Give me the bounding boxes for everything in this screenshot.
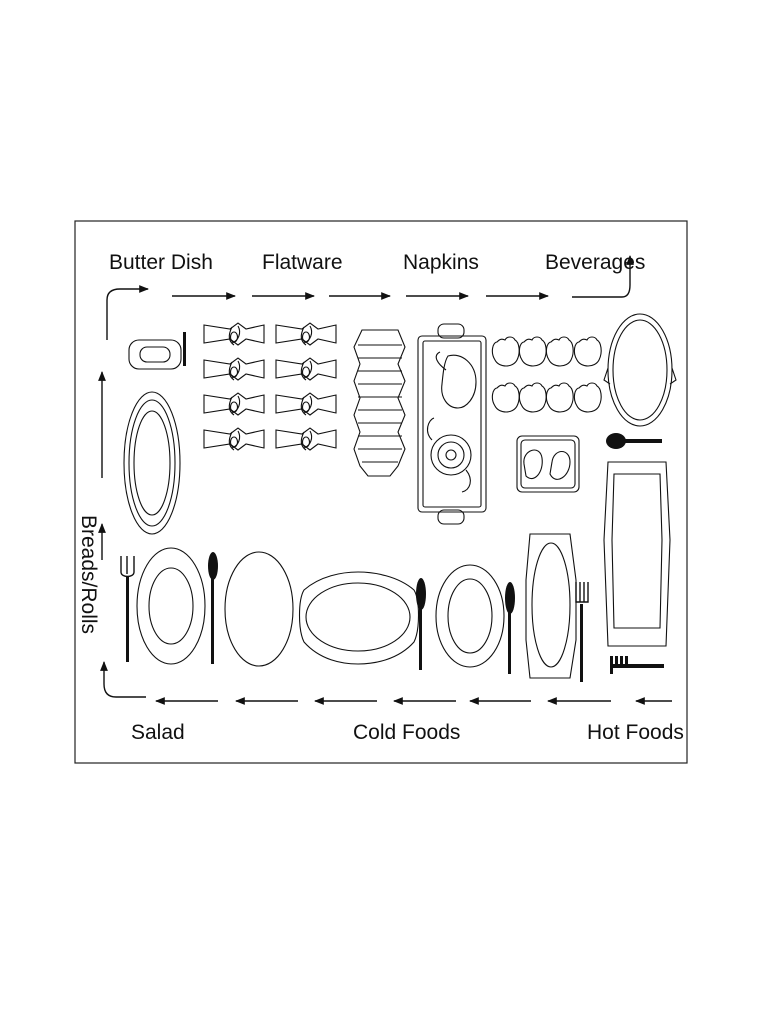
label-beverages: Beverages xyxy=(545,251,645,274)
serving-plate-large xyxy=(603,313,677,427)
fork-right xyxy=(575,582,589,682)
napkin-stack xyxy=(353,329,406,477)
serving-spoon xyxy=(606,433,662,449)
diagram-frame xyxy=(74,220,688,764)
label-hot-foods: Hot Foods xyxy=(587,721,684,744)
flow-arrows-left xyxy=(98,371,146,698)
label-napkins: Napkins xyxy=(403,251,479,274)
serving-fork xyxy=(610,656,664,674)
salad-plate xyxy=(136,547,206,665)
label-cold-foods: Cold Foods xyxy=(353,721,460,744)
cold-foods-platter xyxy=(298,571,420,665)
label-butter-dish: Butter Dish xyxy=(109,251,213,274)
bread-platter xyxy=(123,391,181,535)
lemon-dish xyxy=(516,435,580,493)
flow-arrows-top xyxy=(106,255,634,340)
tall-platter xyxy=(525,533,577,679)
butter-dish xyxy=(128,332,186,370)
label-salad: Salad xyxy=(131,721,185,744)
spoon-cold-right xyxy=(505,582,515,674)
spoon-cold-left xyxy=(416,578,426,670)
salad-spoon xyxy=(208,552,218,664)
beverage-tray xyxy=(417,323,487,525)
salad-plate-plain xyxy=(224,551,294,667)
cold-foods-plate xyxy=(435,564,505,668)
label-breads-rolls: Breads/Rolls xyxy=(77,515,100,634)
salad-fork xyxy=(120,556,135,662)
chafing-dish xyxy=(603,461,671,647)
label-flatware: Flatware xyxy=(262,251,343,274)
